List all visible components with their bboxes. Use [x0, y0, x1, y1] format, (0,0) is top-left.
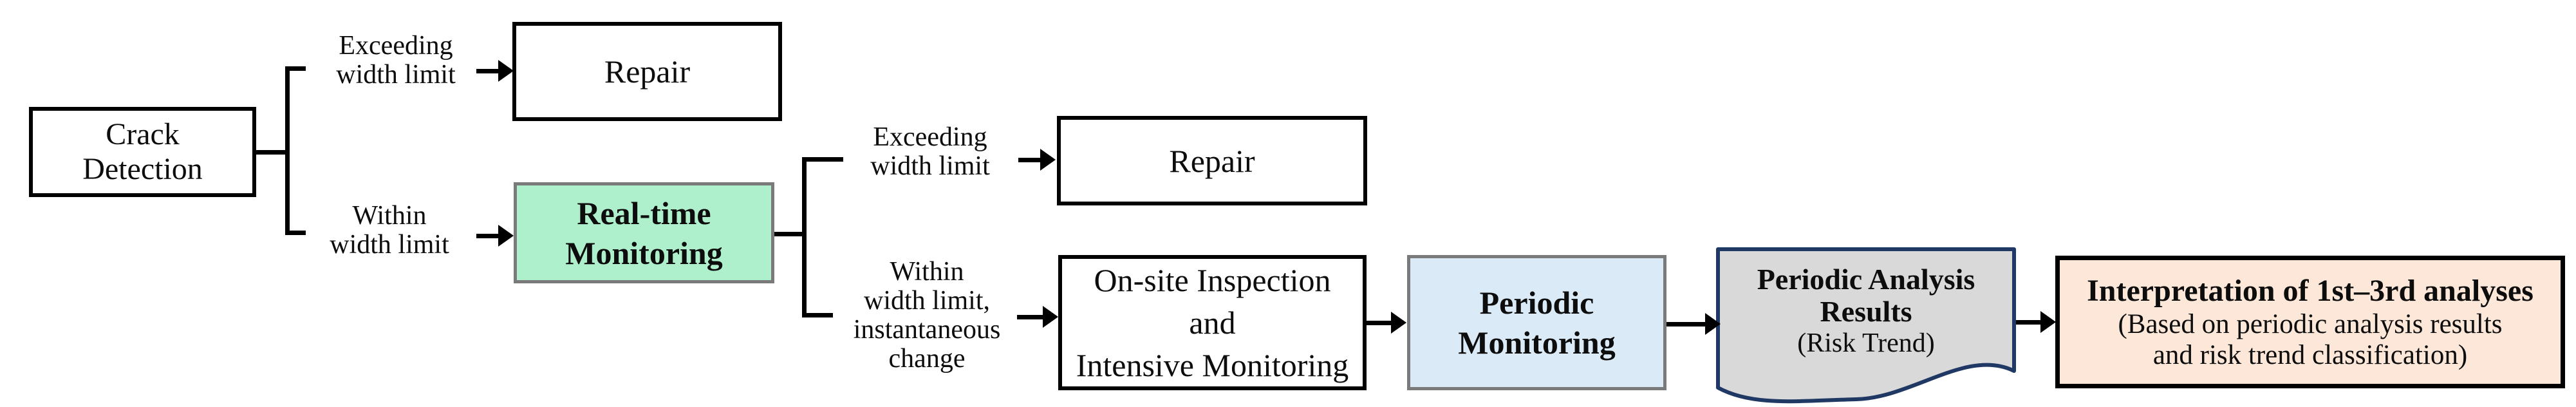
branch-label-line: width limit,	[863, 286, 990, 316]
node-interpretation: Interpretation of 1st–3rd analyses (Base…	[2055, 256, 2565, 388]
node-label-line: (Risk Trend)	[1797, 328, 1935, 358]
arrow-shaft	[476, 234, 499, 238]
branch-label-line: width limit	[336, 60, 456, 90]
branch-label-line: width limit	[870, 151, 990, 181]
arrow-head-icon	[1705, 313, 1721, 335]
arrow-shaft	[1018, 158, 1041, 162]
bracket1-tick-bottom	[285, 231, 306, 235]
node-label-line: Monitoring	[565, 234, 723, 271]
bracket1-connector	[256, 150, 287, 155]
branch-label-within-width-limit-1: Within width limit	[296, 201, 483, 260]
bracket2-tick-top	[802, 157, 843, 162]
branch-label-line: instantaneous	[853, 315, 1001, 345]
node-label-line: and	[1189, 305, 1236, 341]
arrow-head-icon	[498, 225, 514, 247]
arrow-shaft	[476, 69, 499, 73]
node-realtime-monitoring: Real-time Monitoring	[514, 182, 774, 283]
bracket2-vertical	[802, 157, 807, 317]
arrow-head-icon	[498, 60, 514, 82]
bracket2-tick-bottom	[802, 313, 833, 317]
node-label-line: Repair	[1169, 142, 1255, 179]
branch-label-line: Within	[890, 257, 964, 287]
branch-label-line: Exceeding	[873, 122, 987, 152]
node-label-line: (Based on periodic analysis results	[2118, 309, 2503, 339]
arrow-head-icon	[1040, 149, 1056, 171]
arrow-head-icon	[2040, 311, 2056, 333]
branch-label-within-width-limit-instantaneous-change: Within width limit, instantaneous change	[824, 256, 1030, 375]
branch-label-line: Exceeding	[339, 31, 453, 61]
arrow-shaft	[1367, 321, 1392, 325]
node-crack-detection: Crack Detection	[29, 107, 256, 197]
arrow-head-icon	[1043, 306, 1058, 328]
node-label-line: and risk trend classification)	[2152, 340, 2468, 370]
node-periodic-monitoring: Periodic Monitoring	[1407, 255, 1666, 390]
branch-label-line: width limit	[330, 230, 449, 260]
node-label-line: Intensive Monitoring	[1076, 347, 1349, 383]
arrow-shaft	[2016, 320, 2042, 325]
branch-label-line: change	[888, 344, 966, 374]
arrow-shaft	[1666, 322, 1706, 327]
node-label-line: Interpretation of 1st–3rd analyses	[2087, 274, 2534, 308]
node-label-line: Periodic Analysis	[1757, 263, 1975, 296]
node-repair-mid: Repair	[1057, 116, 1367, 205]
node-label-line: Results	[1820, 295, 1912, 328]
node-repair-top: Repair	[512, 22, 782, 121]
node-label-line: Detection	[82, 152, 203, 186]
node-label-line: Periodic	[1479, 285, 1594, 321]
bracket2-connector	[774, 232, 807, 236]
arrow-shaft	[1017, 315, 1044, 319]
node-periodic-analysis-shape	[1716, 247, 2016, 404]
node-label-line: On-site Inspection	[1094, 262, 1331, 298]
branch-label-line: Within	[352, 201, 427, 231]
node-label-line: Real-time	[577, 194, 711, 231]
arrow-head-icon	[1391, 312, 1406, 334]
node-periodic-analysis-text: Periodic Analysis Results (Risk Trend)	[1716, 256, 2016, 366]
node-label-line: Crack	[106, 117, 180, 151]
branch-label-exceeding-width-limit-2: Exceeding width limit	[837, 122, 1023, 182]
node-onsite-inspection: On-site Inspection and Intensive Monitor…	[1058, 255, 1367, 390]
branch-label-exceeding-width-limit-1: Exceeding width limit	[303, 31, 489, 90]
bracket1-tick-top	[285, 66, 306, 71]
node-label-line: Monitoring	[1458, 325, 1616, 361]
node-label-line: Repair	[604, 53, 691, 90]
bracket1-vertical	[285, 66, 290, 235]
